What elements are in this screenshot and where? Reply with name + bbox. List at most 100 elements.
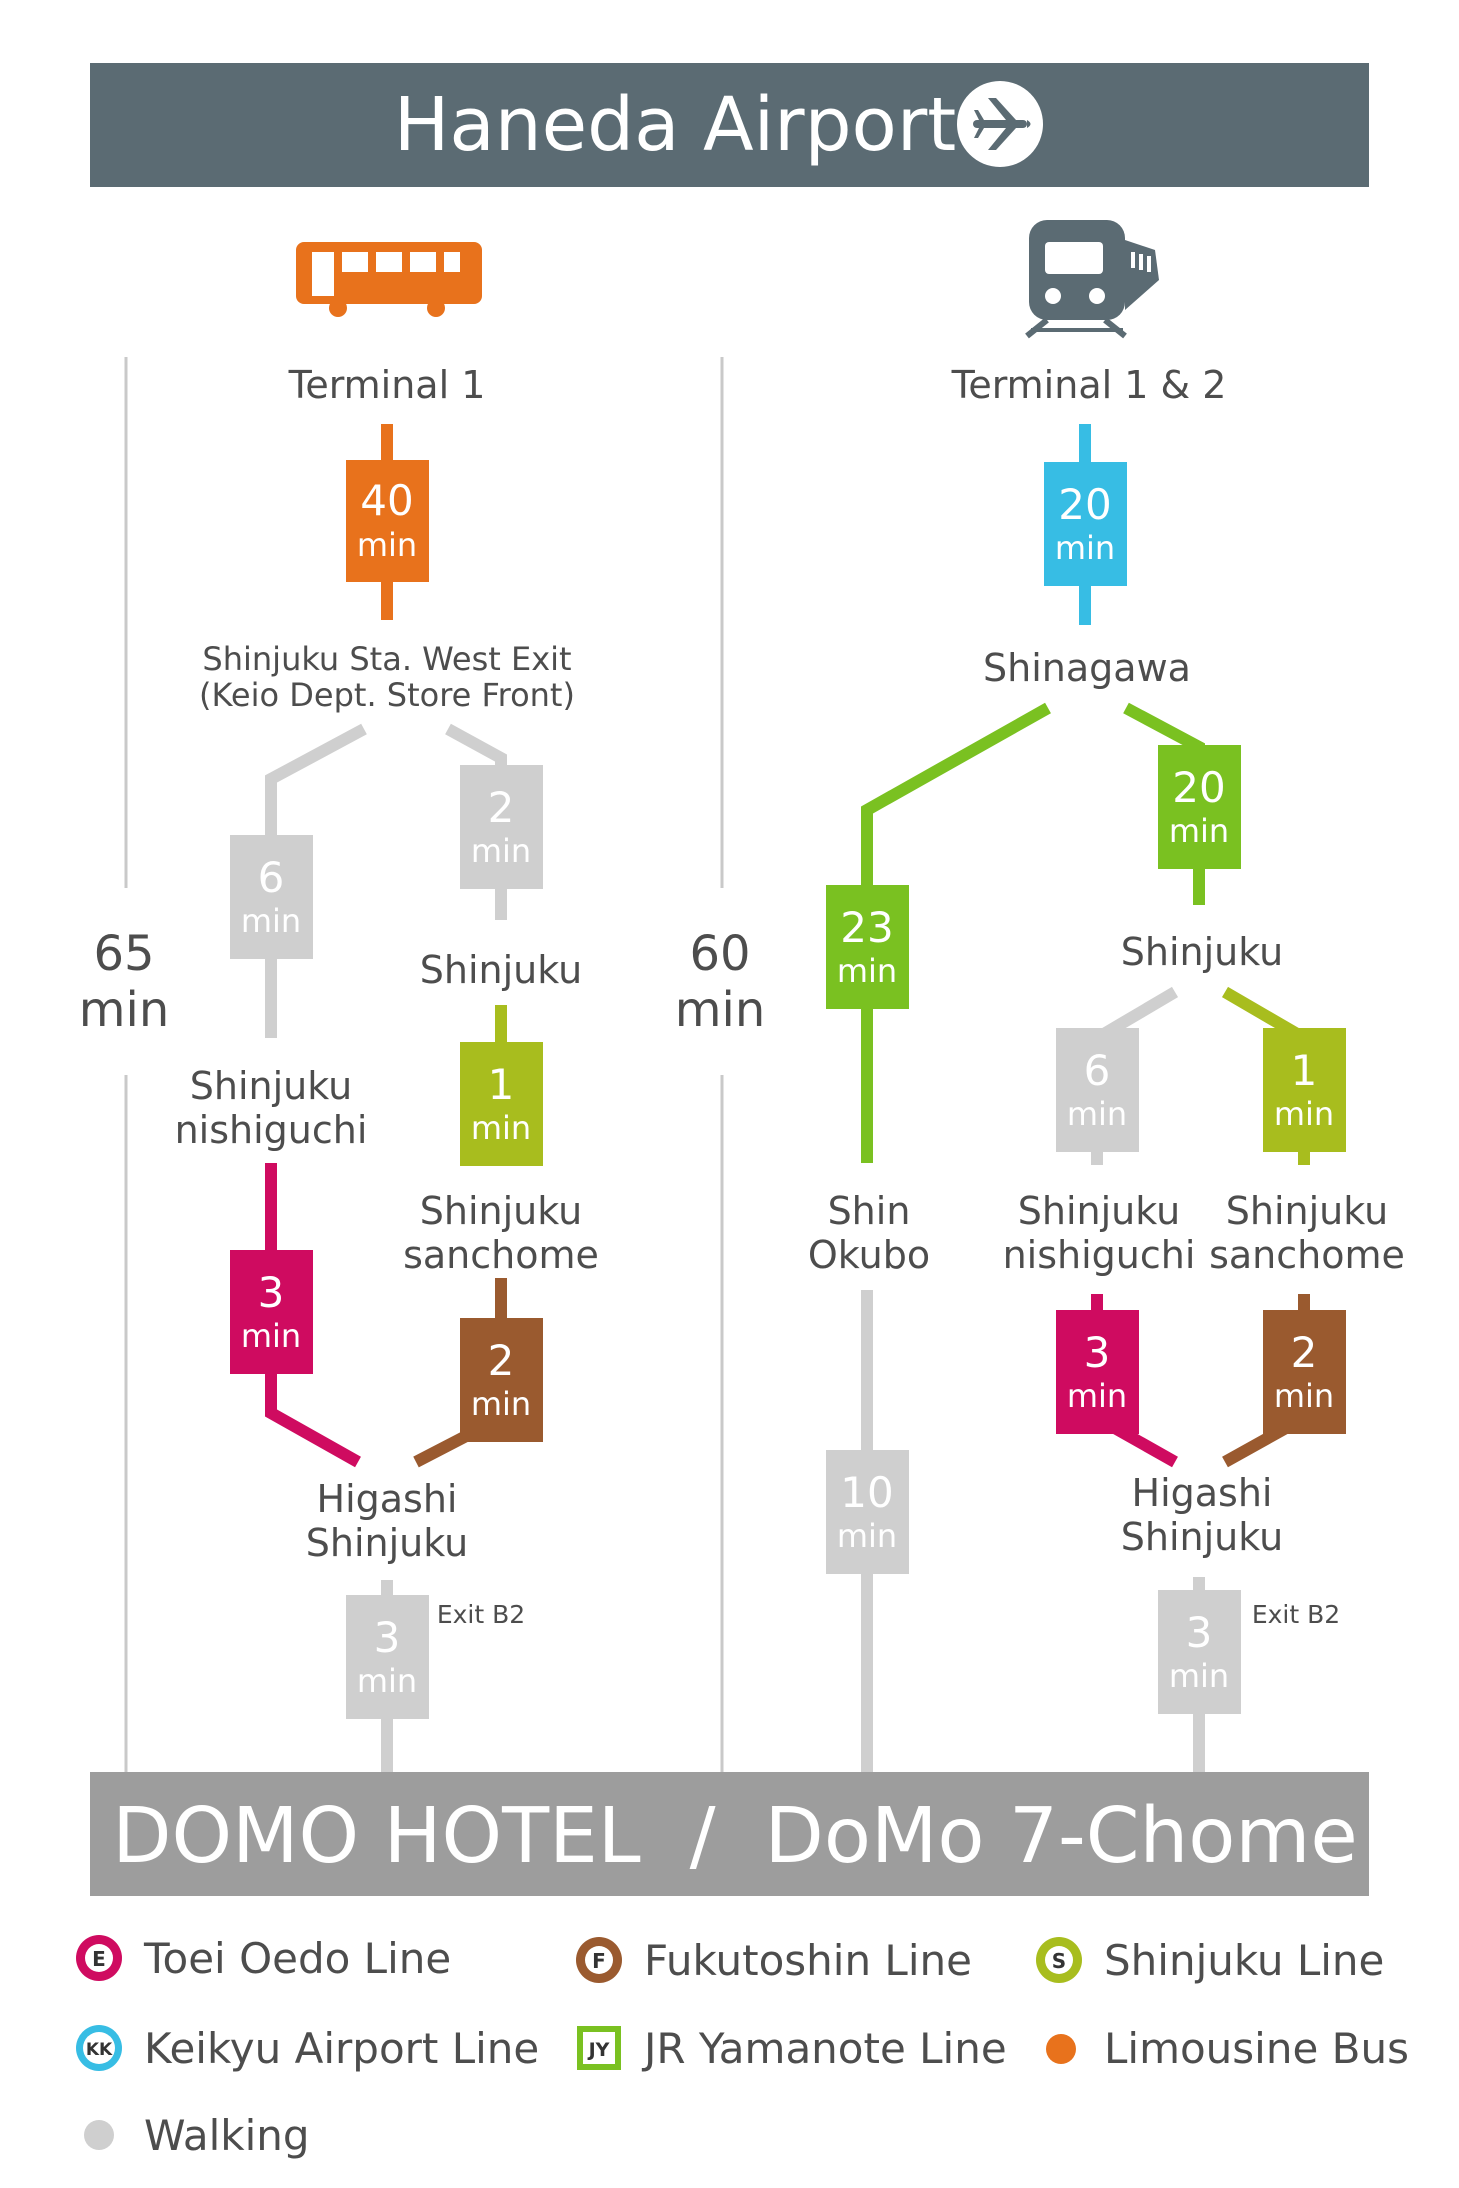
shinjuku-line-icon: S	[1036, 1937, 1082, 1983]
station-higashi-shinjuku-train: Higashi	[1132, 1471, 1273, 1515]
duration-fukutoshin-train: 2 min	[1263, 1310, 1346, 1434]
svg-text:2: 2	[488, 783, 515, 832]
station-higashi-shinjuku-train-2: Shinjuku	[1121, 1515, 1283, 1559]
svg-text:min: min	[357, 1662, 417, 1700]
station-terminal-1-2: Terminal 1 & 2	[951, 363, 1227, 407]
svg-text:min: min	[1274, 1377, 1334, 1415]
svg-text:KK: KK	[86, 2040, 113, 2060]
svg-text:min: min	[1169, 812, 1229, 850]
svg-text:3: 3	[1186, 1608, 1213, 1657]
svg-text:3: 3	[258, 1268, 285, 1317]
duration-shinjuku-line-train: 1 min	[1263, 1028, 1346, 1152]
svg-text:min: min	[357, 526, 417, 564]
duration-oedo-train: 3 min	[1056, 1310, 1139, 1434]
svg-text:Limousine Bus: Limousine Bus	[1104, 2024, 1409, 2073]
station-sanchome-train: Shinjuku	[1226, 1189, 1388, 1233]
legend: E Toei Oedo Line F Fukutoshin Line S Shi…	[76, 1934, 1409, 2160]
duration-walk-right: 2 min	[460, 765, 543, 889]
svg-text:20: 20	[1172, 763, 1225, 812]
svg-text:min: min	[1055, 529, 1115, 567]
station-shinjuku: Shinjuku	[420, 948, 582, 992]
total-time-train-unit: min	[675, 982, 766, 1038]
svg-text:6: 6	[258, 853, 285, 902]
limousine-bus-dot-icon	[1046, 2034, 1076, 2064]
duration-walk-left-train: 6 min	[1056, 1028, 1139, 1152]
svg-text:JR Yamanote Line: JR Yamanote Line	[641, 2024, 1007, 2073]
hotel-title: DOMO HOTEL / DoMo 7-Chome	[112, 1792, 1358, 1881]
exit-b2-label: Exit B2	[437, 1600, 525, 1629]
toei-oedo-icon: E	[76, 1935, 122, 1981]
svg-text:40: 40	[360, 476, 413, 525]
svg-text:min: min	[471, 1385, 531, 1423]
station-sanchome: Shinjuku	[420, 1189, 582, 1233]
svg-text:min: min	[471, 832, 531, 870]
station-sanchome-train-2: sanchome	[1209, 1233, 1405, 1277]
duration-fukutoshin: 2 min	[460, 1318, 543, 1442]
station-nishiguchi-train-2: nishiguchi	[1003, 1233, 1196, 1277]
station-west-exit: Shinjuku Sta. West Exit	[202, 640, 571, 678]
svg-text:3: 3	[1084, 1328, 1111, 1377]
svg-text:Fukutoshin Line: Fukutoshin Line	[644, 1936, 972, 1985]
station-shinagawa: Shinagawa	[983, 646, 1191, 690]
svg-text:JY: JY	[587, 2039, 610, 2061]
header-title: Haneda Airport	[394, 82, 957, 168]
duration-shinjuku-line: 1 min	[460, 1042, 543, 1166]
svg-text:1: 1	[488, 1060, 515, 1109]
station-sanchome-2: sanchome	[403, 1233, 599, 1277]
svg-text:6: 6	[1084, 1046, 1111, 1095]
legend-fukutoshin: F Fukutoshin Line	[576, 1936, 972, 1985]
svg-text:F: F	[592, 1949, 606, 1973]
total-time-bus-unit: min	[79, 982, 170, 1038]
airplane-icon	[957, 81, 1043, 167]
duration-bus-ride: 40 min	[346, 460, 429, 582]
station-west-exit-note: (Keio Dept. Store Front)	[199, 676, 575, 714]
svg-text:min: min	[837, 1517, 897, 1555]
svg-text:min: min	[1169, 1657, 1229, 1695]
header-banner	[90, 63, 1369, 187]
divider-lines	[124, 357, 724, 1772]
station-higashi-shinjuku: Higashi	[317, 1477, 458, 1521]
svg-text:2: 2	[488, 1336, 515, 1385]
legend-toei-oedo: E Toei Oedo Line	[76, 1934, 451, 1983]
walking-dot-icon	[84, 2120, 114, 2150]
svg-text:min: min	[837, 952, 897, 990]
duration-yamanote-shinjuku: 20 min	[1158, 745, 1241, 869]
svg-text:E: E	[92, 1947, 106, 1971]
svg-text:min: min	[241, 1317, 301, 1355]
svg-text:10: 10	[840, 1468, 893, 1517]
station-shin-okubo-2: Okubo	[808, 1233, 930, 1277]
duration-walk-hotel: 3 min	[346, 1595, 429, 1719]
svg-text:1: 1	[1291, 1046, 1318, 1095]
legend-walking: Walking	[84, 2111, 310, 2160]
duration-oedo: 3 min	[230, 1250, 313, 1374]
svg-text:Walking: Walking	[144, 2111, 310, 2160]
keikyu-icon: KK	[76, 2025, 122, 2071]
legend-shinjuku-line: S Shinjuku Line	[1036, 1936, 1384, 1985]
station-nishiguchi: Shinjuku	[190, 1064, 352, 1108]
station-shin-okubo: Shin	[828, 1189, 911, 1233]
station-terminal-1: Terminal 1	[288, 363, 486, 407]
legend-limousine-bus: Limousine Bus	[1046, 2024, 1409, 2073]
duration-keikyu: 20 min	[1044, 462, 1127, 586]
svg-text:2: 2	[1291, 1328, 1318, 1377]
station-higashi-shinjuku-2: Shinjuku	[306, 1521, 468, 1565]
svg-text:Toei Oedo Line: Toei Oedo Line	[143, 1934, 451, 1983]
svg-text:min: min	[241, 902, 301, 940]
footer-banner	[90, 1772, 1369, 1896]
svg-text:23: 23	[840, 903, 893, 952]
duration-yamanote-okubo: 23 min	[826, 885, 909, 1009]
duration-walk-okubo: 10 min	[826, 1450, 909, 1574]
jr-yamanote-icon: JY	[577, 2026, 621, 2070]
station-nishiguchi-2: nishiguchi	[175, 1108, 368, 1152]
svg-text:Keikyu Airport Line: Keikyu Airport Line	[144, 2024, 539, 2073]
station-shinjuku-train: Shinjuku	[1121, 930, 1283, 974]
svg-text:Shinjuku Line: Shinjuku Line	[1104, 1936, 1384, 1985]
total-time-bus: 65	[93, 926, 154, 982]
station-nishiguchi-train: Shinjuku	[1018, 1189, 1180, 1233]
svg-text:3: 3	[374, 1613, 401, 1662]
svg-text:min: min	[1274, 1095, 1334, 1133]
svg-text:S: S	[1052, 1949, 1066, 1973]
bus-icon	[296, 242, 482, 317]
svg-text:min: min	[1067, 1377, 1127, 1415]
